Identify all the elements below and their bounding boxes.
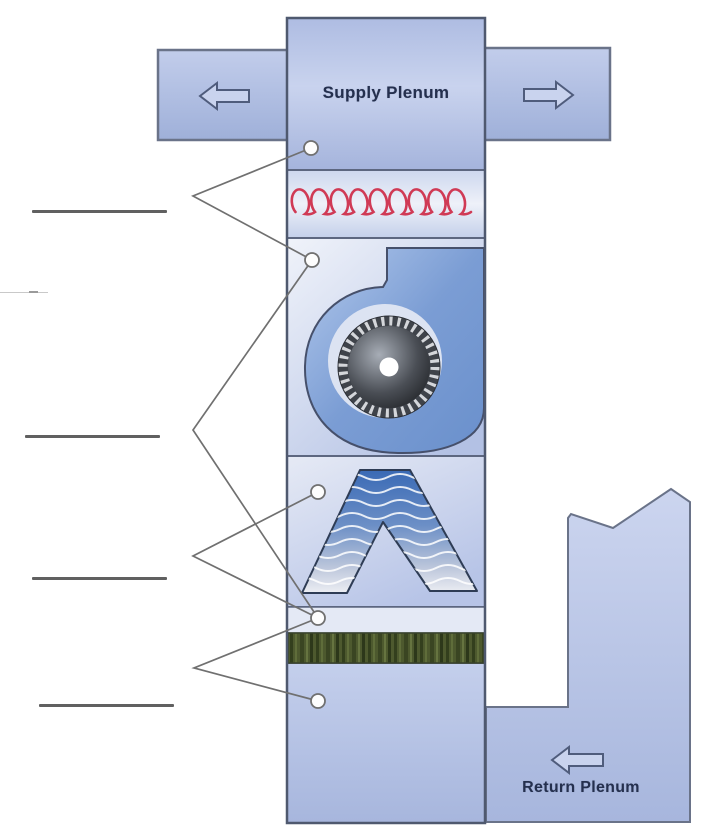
wheel-hub [379, 357, 399, 377]
leader-line-3 [191, 491, 319, 619]
callout-dot-below-filter [310, 693, 326, 709]
leader-line-2 [191, 259, 319, 619]
return-plenum-label: Return Plenum [522, 779, 640, 796]
blower-fan [303, 247, 485, 455]
answer-blank-1[interactable] [32, 210, 167, 213]
callout-dot-evaporator [310, 484, 326, 500]
callout-dot-supply [303, 140, 319, 156]
leader-line-4 [191, 617, 319, 702]
supply-duct-right [482, 46, 612, 142]
callout-dots [303, 140, 326, 709]
heating-coil [290, 188, 473, 216]
leader-lines [191, 147, 319, 702]
faint-partial-line [0, 292, 48, 293]
answer-blank-4[interactable] [39, 704, 174, 707]
supply-plenum-label: Supply Plenum [322, 83, 450, 102]
supply-duct-left [156, 48, 290, 142]
air-handler-cabinet [285, 16, 487, 825]
air-filter [287, 632, 485, 664]
callout-dot-blower [304, 252, 320, 268]
answer-blank-2[interactable] [25, 435, 160, 438]
answer-blank-3[interactable] [32, 577, 167, 580]
bottom-section [286, 662, 486, 824]
return-plenum-duct [485, 487, 691, 823]
callout-dot-above-filter [310, 610, 326, 626]
arrow-right-icon [523, 79, 575, 111]
return-arrow-left-icon [550, 744, 604, 776]
squirrel-cage-wheel [337, 315, 441, 419]
faint-line-tick [29, 291, 38, 293]
arrow-left-icon [198, 80, 250, 112]
leader-line-1 [191, 147, 313, 261]
